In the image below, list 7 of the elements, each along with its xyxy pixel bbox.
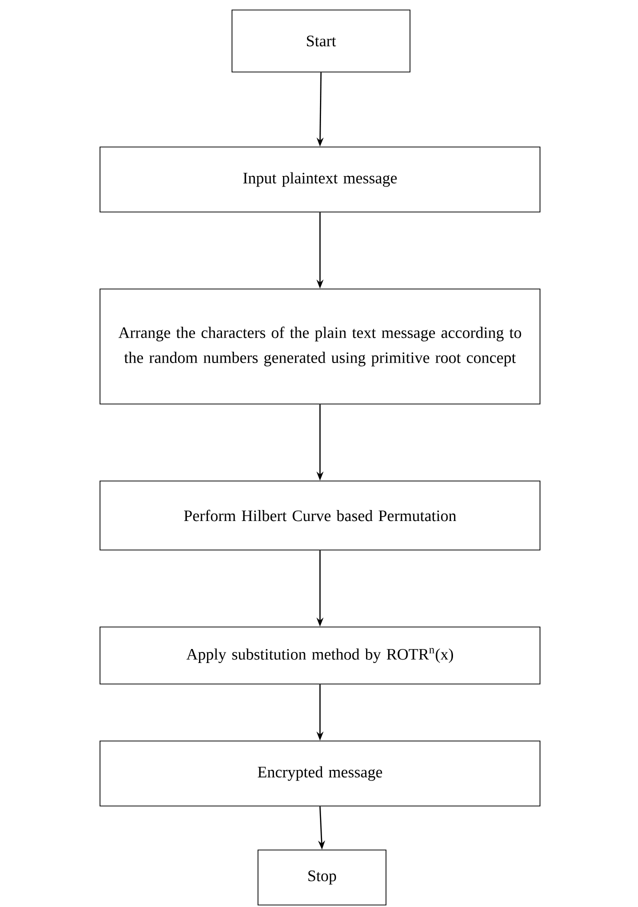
- process-box: Perform Hilbert Curve based Permutation: [100, 480, 540, 550]
- process-box: Encrypted message: [100, 740, 540, 806]
- terminal-box: Stop: [258, 850, 386, 906]
- process-box: Input plaintext message: [100, 146, 540, 212]
- process-box: Apply substitution method by ROTR$^{n}$(x): [100, 626, 540, 684]
- process-box: Arrange the characters of the plain text message according to the random numbers generated using primitive root concept: [100, 288, 540, 404]
- terminal-box: Start: [232, 10, 410, 72]
